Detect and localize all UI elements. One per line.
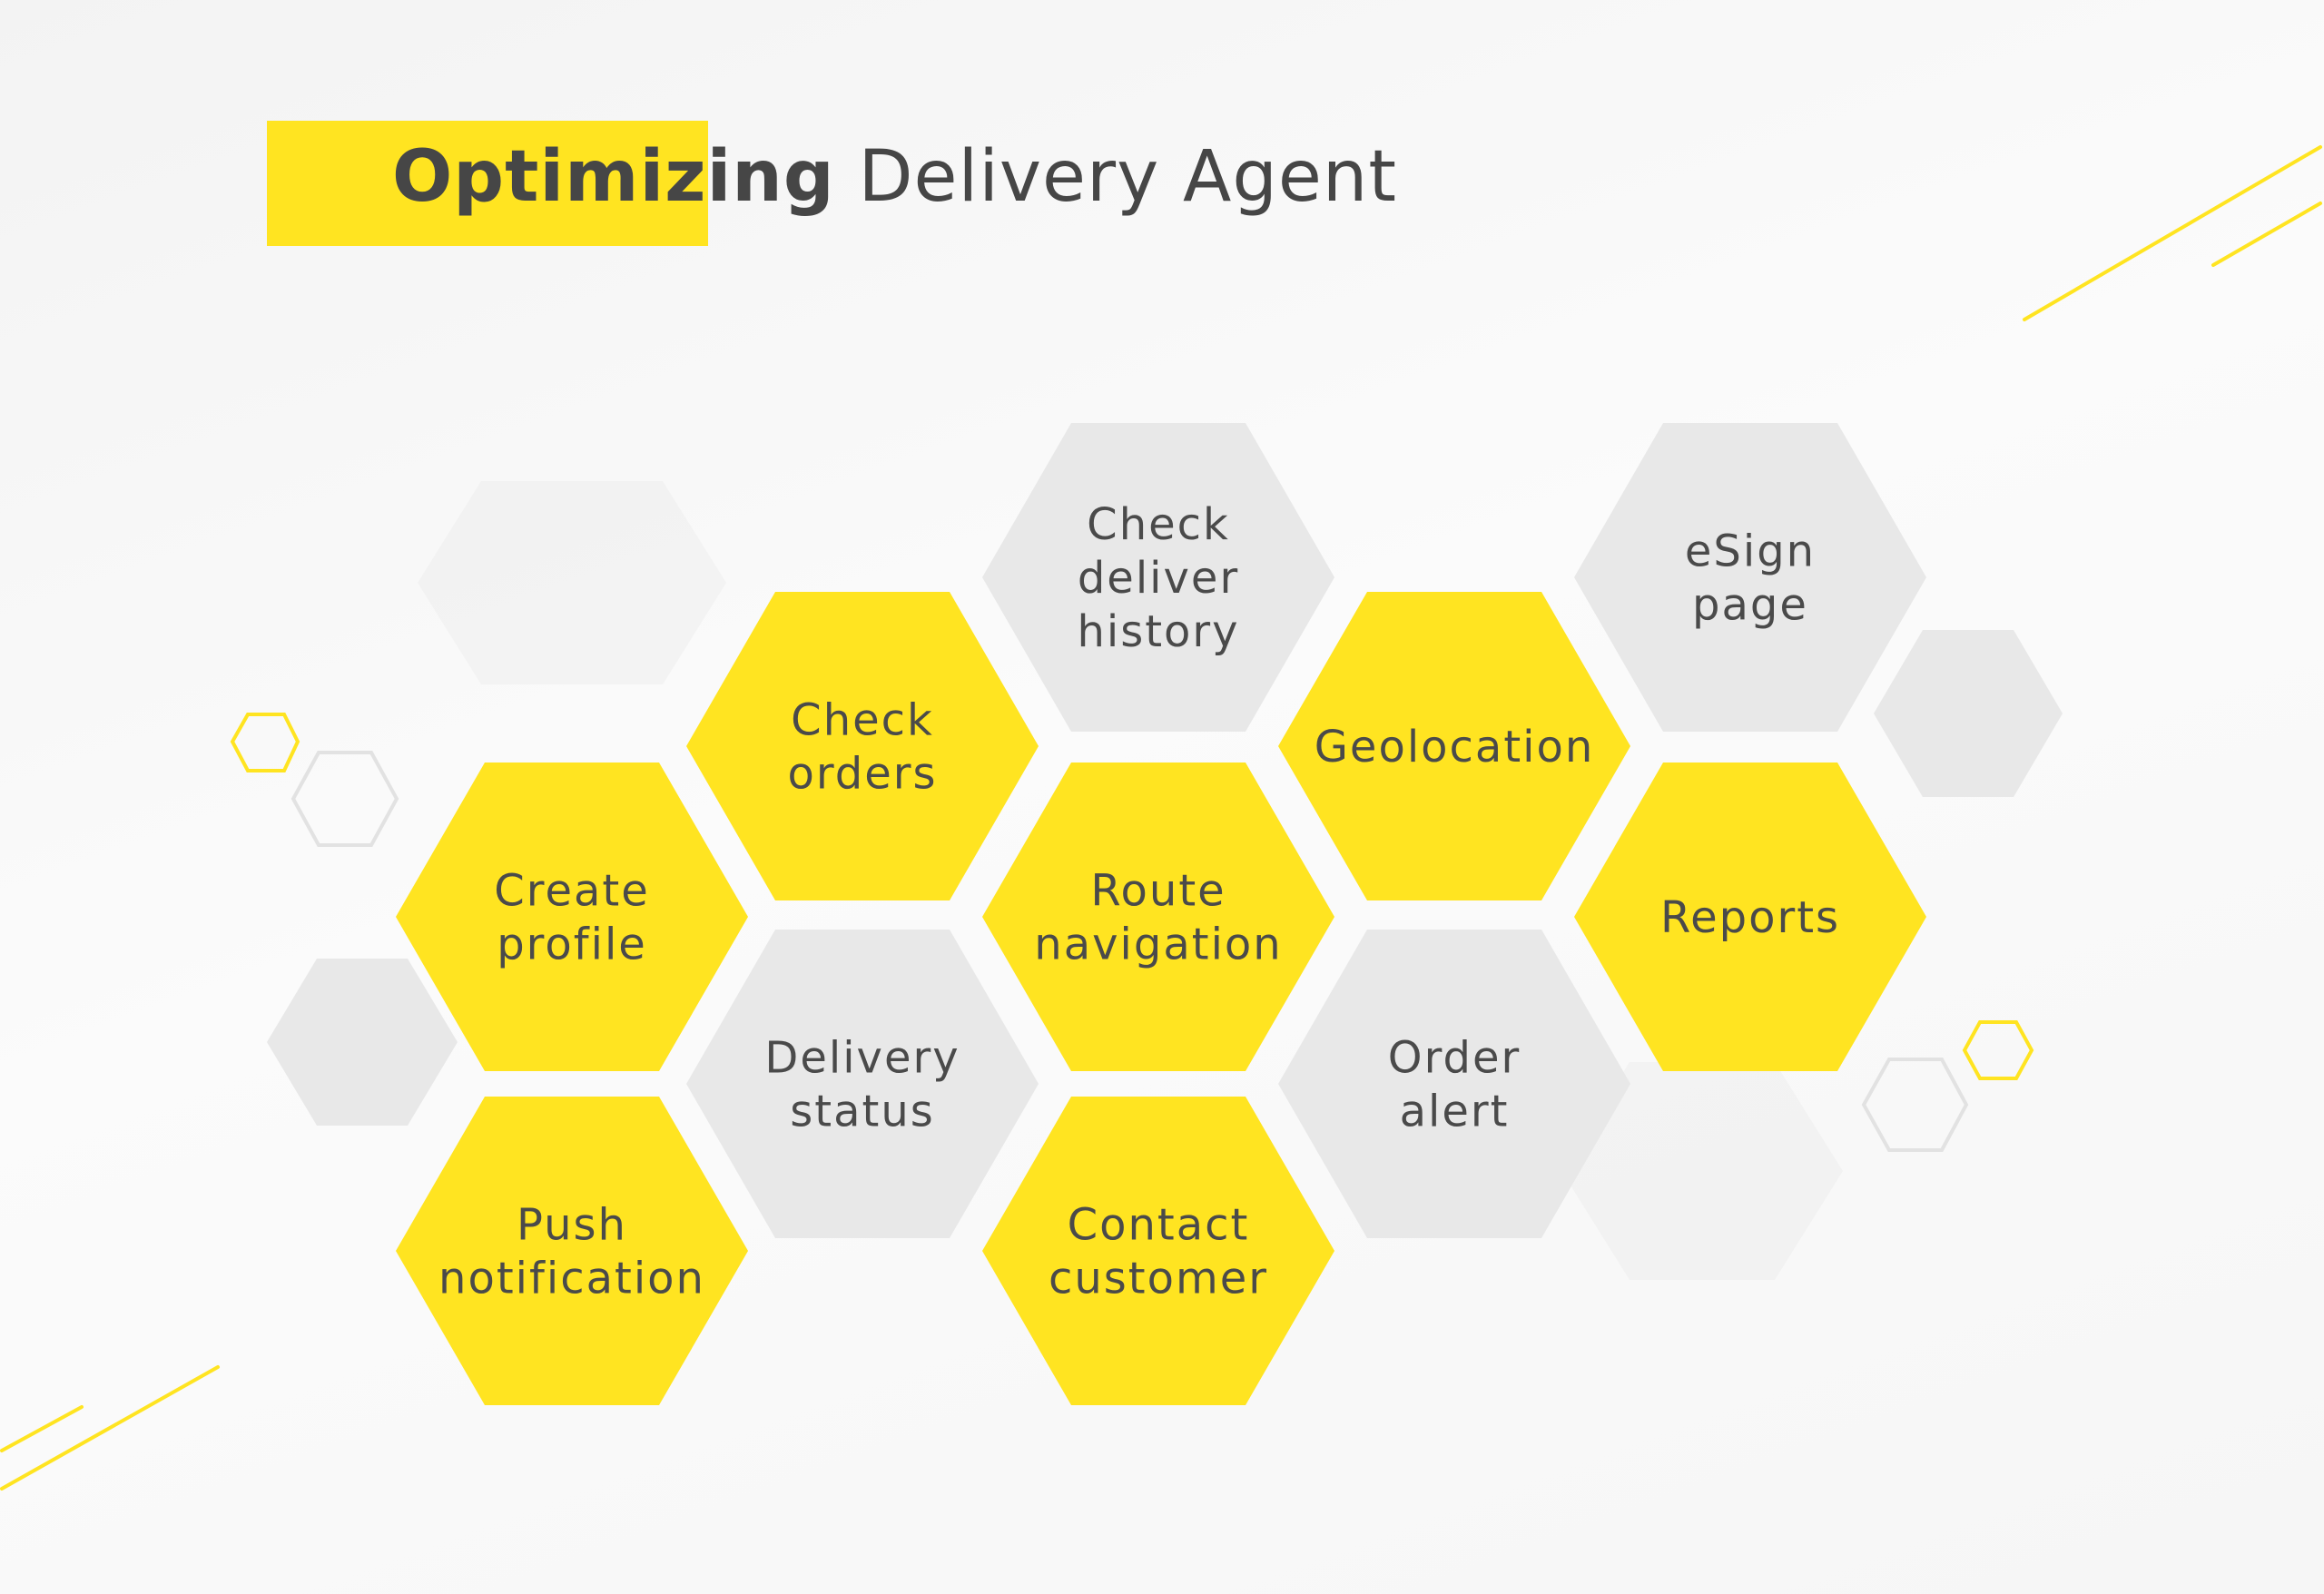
hexagon-label-delivery-status-0: Delivery xyxy=(764,1033,960,1084)
title-bold: Optimizing xyxy=(392,136,835,218)
outline-hex-yellow-right xyxy=(1962,1020,2034,1080)
hexagon-label-check-deliver-history-0: Check xyxy=(1087,499,1230,550)
hexagon-shape-geolocation xyxy=(1278,592,1630,900)
hexagon-shape-check-orders xyxy=(686,592,1039,900)
hexagon-shape-order-alert xyxy=(1278,930,1630,1238)
title-highlight-bar xyxy=(267,121,708,246)
faint-hex-left xyxy=(418,481,726,684)
hexagon-label-route-navigation-1: navigation xyxy=(1034,920,1282,970)
deco-line-bottom-1 xyxy=(0,1365,220,1491)
hexagon-label-esign-page-0: eSign xyxy=(1685,526,1816,577)
outline-hex-yellow-left xyxy=(230,713,300,772)
hexagon-label-check-deliver-history-2: history xyxy=(1077,606,1239,657)
hexagon-label-order-alert-1: alert xyxy=(1400,1087,1510,1137)
hexagon-label-push-notification-1: notification xyxy=(438,1254,705,1304)
page-title: Optimizing Delivery Agent xyxy=(392,125,1397,230)
hexagon-shape-esign-page xyxy=(1574,423,1926,732)
outline-hexagons xyxy=(230,713,2034,1152)
deco-line-bottom-2 xyxy=(0,1405,84,1452)
hexagon-label-check-deliver-history-1: deliver xyxy=(1078,553,1239,604)
hexagon-label-push-notification-0: Push xyxy=(517,1200,627,1251)
hexagon-label-geolocation-0: Geolocation xyxy=(1315,722,1595,772)
decorative-lines xyxy=(0,145,2322,1491)
hexagon-shape-delivery-status xyxy=(686,930,1039,1238)
hexagon-label-reports-0: Reports xyxy=(1660,892,1840,943)
faint-hex-right xyxy=(1561,1062,1843,1280)
outline-hex-grey-right xyxy=(1861,1058,1969,1152)
faint-hexagons xyxy=(418,481,1843,1280)
hexagon-label-create-profile-1: profile xyxy=(497,920,647,970)
hexagon-shape-check-deliver-history xyxy=(982,423,1334,732)
outline-hex-grey-left xyxy=(290,751,399,847)
hexagon-shape-create-profile xyxy=(396,763,748,1071)
hexagon-shape-route-navigation xyxy=(982,763,1334,1071)
hexagon-label-order-alert-0: Order xyxy=(1388,1033,1521,1084)
hexagon-label-contact-customer-0: Contact xyxy=(1068,1200,1250,1251)
hexagon-reports: Reports xyxy=(1574,763,1926,1071)
grey-hex-small-left xyxy=(267,959,458,1126)
hexagon-shape-reports xyxy=(1574,763,1926,1071)
hexagon-label-delivery-status-1: status xyxy=(790,1087,935,1137)
hexagon-label-esign-page-1: page xyxy=(1692,580,1808,631)
hexagon-shape-push-notification xyxy=(396,1097,748,1405)
hexagon-label-check-orders-1: orders xyxy=(788,749,938,800)
title-light: Delivery Agent xyxy=(834,136,1397,218)
deco-line-top-2 xyxy=(2211,202,2322,267)
deco-line-top-1 xyxy=(2023,145,2322,321)
grey-hex-small-right xyxy=(1874,630,2063,797)
hexagon-label-check-orders-0: Check xyxy=(791,695,934,746)
grey-accent-hexagons xyxy=(267,630,2063,1126)
hexagon-label-contact-customer-1: customer xyxy=(1049,1254,1268,1304)
hexagon-label-route-navigation-0: Route xyxy=(1090,866,1226,917)
hexagon-label-create-profile-0: Create xyxy=(494,866,650,917)
hexagon-shape-contact-customer xyxy=(982,1097,1334,1405)
hexagon-geolocation: Geolocation xyxy=(1278,592,1630,900)
feature-hexagons: CreateprofilePushnotificationCheckorders… xyxy=(396,423,1926,1405)
